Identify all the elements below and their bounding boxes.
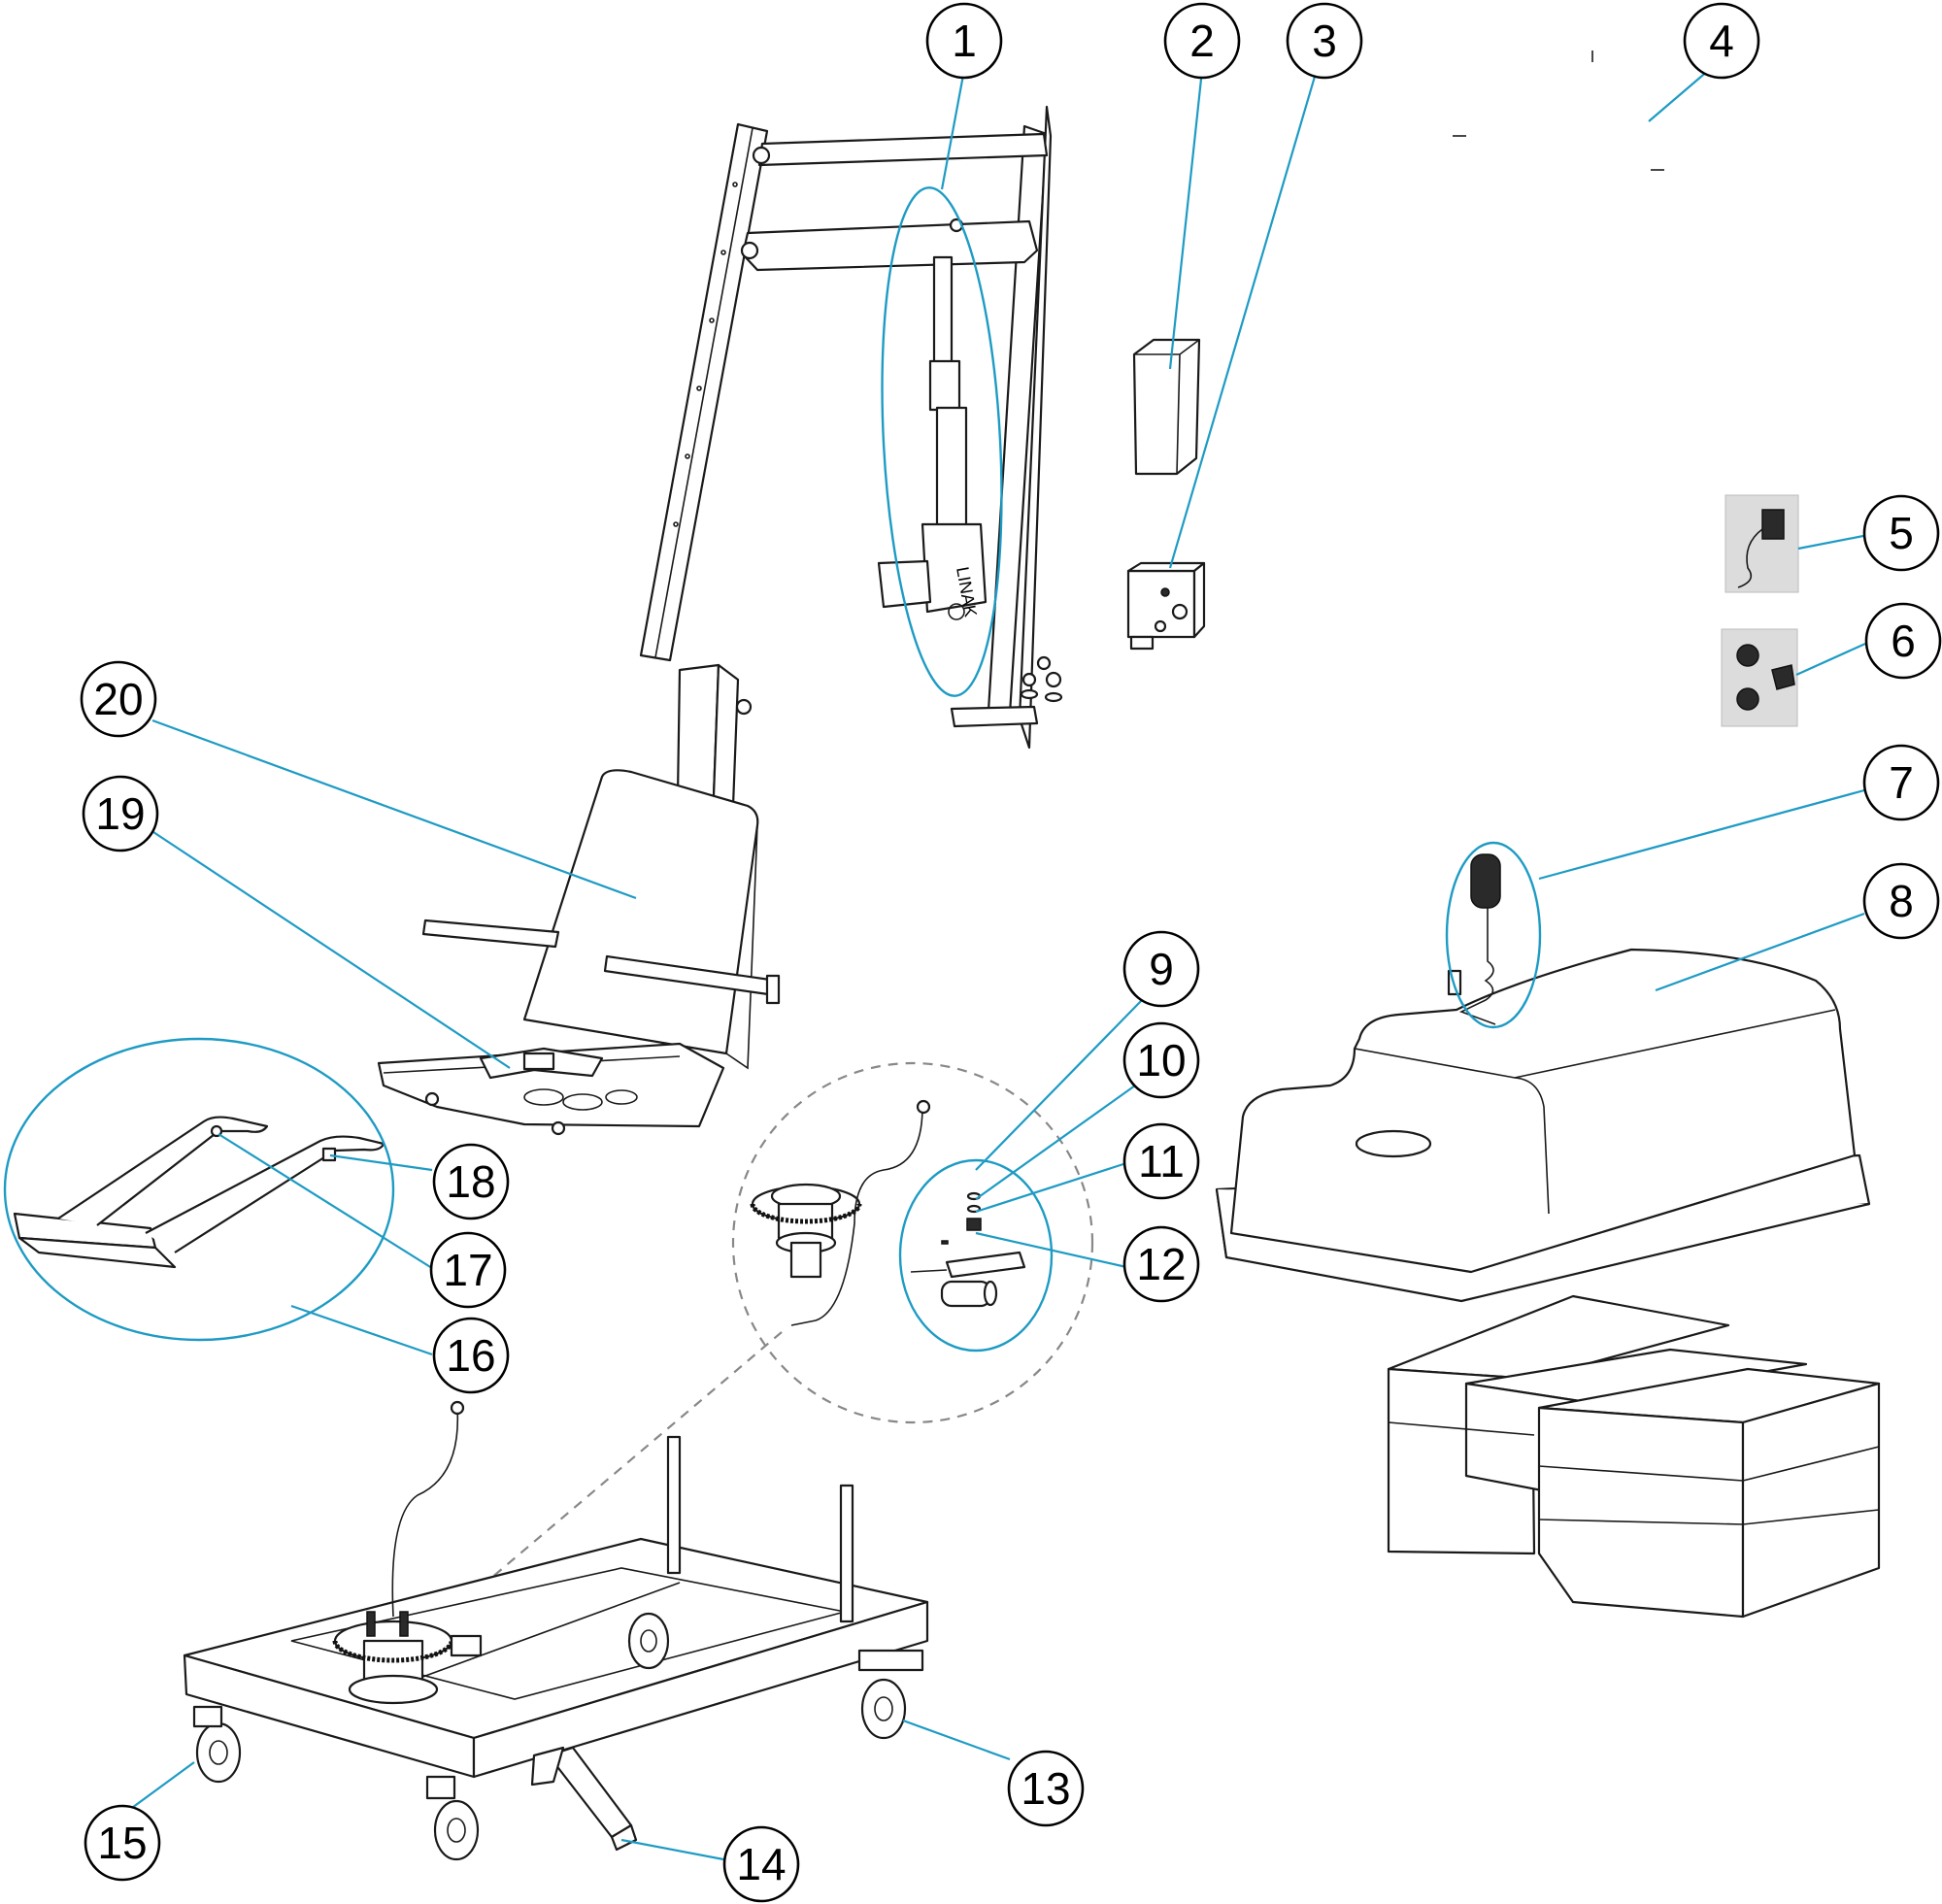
callout-18-label: 18 xyxy=(446,1156,495,1207)
callout-8: 8 xyxy=(1862,862,1940,940)
callout-20: 20 xyxy=(80,660,157,738)
pinion-group-ellipse xyxy=(898,1158,1054,1353)
packaging-boxes xyxy=(1387,1294,1881,1619)
callout-10-label: 10 xyxy=(1136,1035,1186,1086)
callout-1-label: 1 xyxy=(952,16,977,66)
callout-2: 2 xyxy=(1163,2,1241,80)
callout-16-label: 16 xyxy=(446,1330,495,1381)
callout-11: 11 xyxy=(1122,1122,1200,1200)
callout-13-label: 13 xyxy=(1021,1763,1070,1814)
callout-4-label: 4 xyxy=(1709,16,1734,66)
callout-12: 12 xyxy=(1122,1225,1200,1303)
callout-3-label: 3 xyxy=(1312,16,1337,66)
handrail xyxy=(1453,50,1665,514)
callout-20-label: 20 xyxy=(93,674,143,724)
callout-15: 15 xyxy=(84,1804,161,1882)
callout-7: 7 xyxy=(1862,744,1940,821)
callout-4: 4 xyxy=(1683,2,1760,80)
callout-1: 1 xyxy=(925,2,1003,80)
leader-lines xyxy=(120,69,1866,1861)
callout-14-label: 14 xyxy=(736,1839,786,1889)
callout-17: 17 xyxy=(429,1231,507,1309)
control-box xyxy=(1126,561,1206,651)
footrest-group-ellipse xyxy=(3,1037,395,1342)
callout-6: 6 xyxy=(1864,602,1942,680)
callout-18: 18 xyxy=(432,1143,510,1220)
callout-5: 5 xyxy=(1862,494,1940,572)
lift-mast-assembly: LINAK xyxy=(639,105,1063,750)
callout-16: 16 xyxy=(432,1317,510,1394)
callout-13: 13 xyxy=(1007,1750,1085,1827)
callout-19: 19 xyxy=(82,775,159,852)
base-trolley xyxy=(183,1400,929,1861)
rotation-bearing-detail xyxy=(750,1099,931,1326)
cover-housing xyxy=(1215,948,1871,1303)
remote-pendant xyxy=(1447,853,1501,1025)
detail-view-circle xyxy=(731,1061,1094,1424)
pinion-motor-detail xyxy=(910,1191,1026,1308)
callout-12-label: 12 xyxy=(1136,1239,1186,1289)
charger-photo xyxy=(1724,494,1799,593)
actuator-group-ellipse xyxy=(881,186,1003,697)
callout-14: 14 xyxy=(722,1825,800,1903)
callout-7-label: 7 xyxy=(1889,757,1914,808)
callout-2-label: 2 xyxy=(1189,16,1215,66)
callout-11-label: 11 xyxy=(1138,1136,1185,1186)
seat-assembly xyxy=(377,663,781,1136)
callout-8-label: 8 xyxy=(1889,876,1914,926)
callout-9-label: 9 xyxy=(1149,944,1174,994)
footrest xyxy=(13,1116,385,1269)
callout-10: 10 xyxy=(1122,1021,1200,1099)
callout-17-label: 17 xyxy=(443,1245,492,1295)
remote-group-ellipse xyxy=(1445,841,1542,1029)
callout-15-label: 15 xyxy=(97,1818,147,1868)
caps-photo xyxy=(1721,628,1798,727)
callout-9: 9 xyxy=(1122,930,1200,1008)
battery-pack xyxy=(1132,338,1201,476)
callout-3: 3 xyxy=(1286,2,1363,80)
callout-19-label: 19 xyxy=(95,788,145,839)
callout-6-label: 6 xyxy=(1891,616,1916,666)
callout-5-label: 5 xyxy=(1889,508,1914,558)
